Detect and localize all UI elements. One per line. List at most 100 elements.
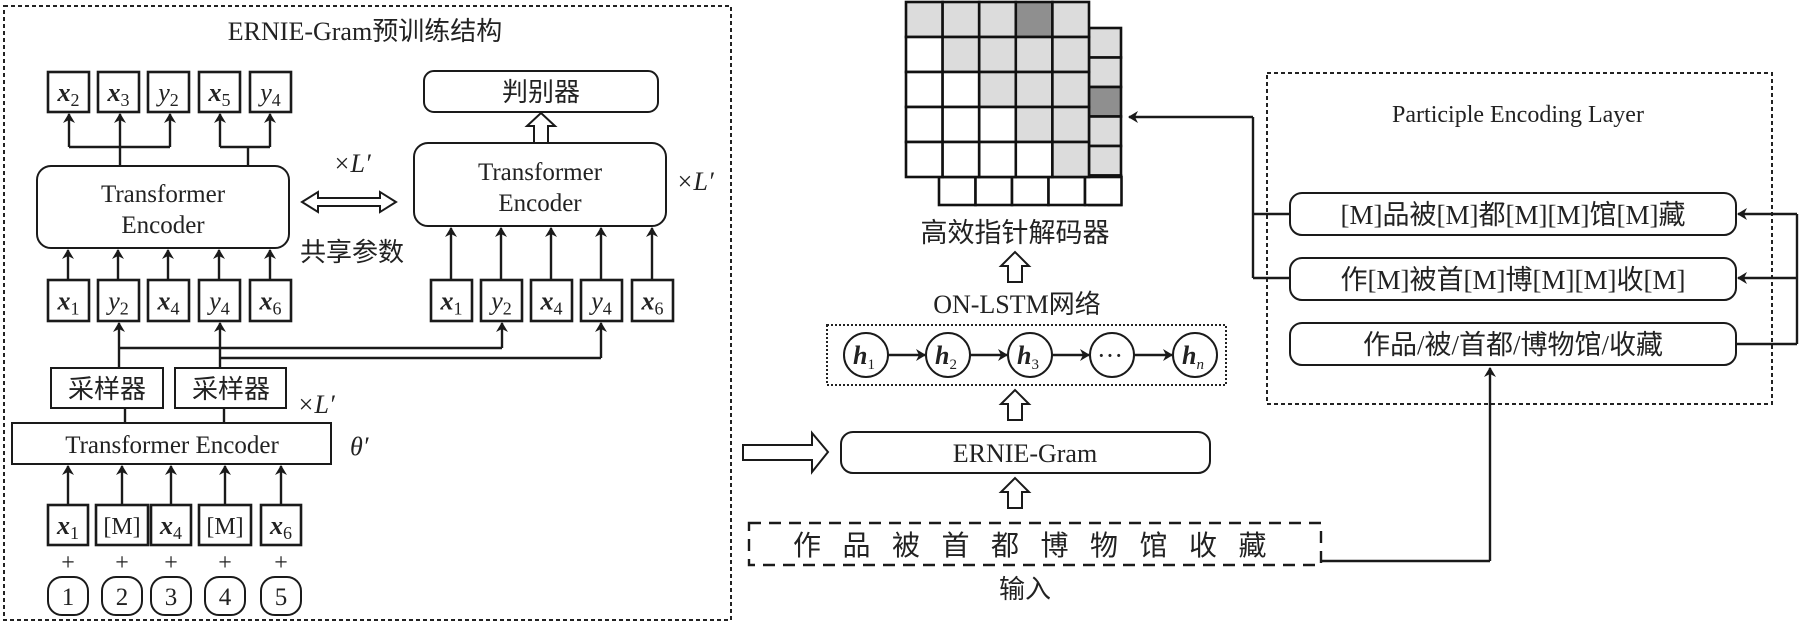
position-embeddings: +1+2+3+4+5 bbox=[47, 550, 302, 616]
decoder-back-cell bbox=[1087, 56, 1123, 89]
sampler-connectors bbox=[113, 322, 607, 423]
decoder-cell bbox=[941, 70, 981, 109]
masked-token-box: x1 bbox=[46, 503, 90, 547]
input-char: 作 bbox=[793, 530, 821, 562]
token-box: x6 bbox=[630, 278, 675, 323]
token-label: y4 bbox=[588, 287, 612, 319]
token-label: x4 bbox=[157, 287, 180, 319]
position-embedding: 1 bbox=[47, 576, 89, 616]
repeat-label-shared: ×L′ bbox=[333, 149, 371, 178]
lstm-node: h3 bbox=[1007, 332, 1053, 378]
shared-params-arrow-icon bbox=[300, 190, 398, 214]
token-label: y2 bbox=[155, 78, 179, 110]
masked-input-arrows bbox=[62, 465, 287, 505]
input-box bbox=[747, 521, 1323, 567]
input-char: 收 bbox=[1189, 530, 1217, 562]
pretrain-panel bbox=[3, 5, 732, 621]
generator-input-arrows bbox=[62, 249, 276, 280]
plus-sign: + bbox=[61, 550, 75, 576]
input-char: 物 bbox=[1090, 530, 1118, 562]
token-label: x3 bbox=[107, 78, 130, 110]
ernie-gram-label: ERNIE-Gram bbox=[953, 439, 1097, 468]
lstm-node: h1 bbox=[843, 332, 889, 378]
decoder-back-cell bbox=[1047, 175, 1087, 207]
token-box: x5 bbox=[197, 70, 242, 114]
participle-panel bbox=[1266, 72, 1773, 405]
generator-encoder-label-1: Transformer bbox=[101, 181, 226, 208]
plus-sign: + bbox=[115, 550, 129, 576]
token-label: x6 bbox=[259, 287, 282, 319]
svg-text:作[M]被首[M]博[M][M]收[M]: 作[M]被首[M]博[M][M]收[M] bbox=[1341, 265, 1686, 295]
decoder-back-cell bbox=[937, 175, 977, 207]
decoder-cell bbox=[904, 105, 944, 144]
decoder-cell bbox=[977, 140, 1018, 179]
lstm-node: h2 bbox=[925, 332, 971, 378]
shared-params-label: 共享参数 bbox=[300, 238, 404, 267]
participle-rows: [M]品被[M]都[M][M]馆[M]藏作[M]被首[M]博[M][M]收[M]… bbox=[1289, 192, 1737, 366]
generator-encoder-box bbox=[36, 165, 290, 249]
repeat-label-discriminator: ×L′ bbox=[676, 167, 714, 196]
decoder-cell bbox=[1051, 140, 1091, 179]
token-box: x4 bbox=[146, 278, 191, 323]
input-char: 都 bbox=[991, 531, 1019, 562]
decoder-back-cell bbox=[1087, 26, 1123, 59]
input-char: 被 bbox=[892, 530, 920, 562]
token-label: y4 bbox=[257, 78, 281, 110]
svg-text:h2: h2 bbox=[935, 341, 957, 373]
input-characters: 作品被首都博物馆收藏 bbox=[793, 530, 1267, 562]
svg-text:···: ··· bbox=[1097, 341, 1123, 370]
input-caption: 输入 bbox=[999, 575, 1051, 604]
token-label: x1 bbox=[440, 287, 463, 319]
participle-row: 作品/被/首都/博物馆/收藏 bbox=[1289, 322, 1737, 366]
svg-text:h1: h1 bbox=[853, 341, 875, 373]
decoder-cell bbox=[1014, 35, 1054, 74]
decoder-cell bbox=[1014, 0, 1054, 39]
input-char: 藏 bbox=[1238, 530, 1266, 562]
masked-token-box: [M] bbox=[94, 503, 150, 547]
decoder-cell bbox=[941, 35, 981, 74]
token-label: x2 bbox=[57, 78, 80, 110]
token-label: x6 bbox=[269, 511, 292, 543]
decoder-cell bbox=[977, 0, 1018, 39]
token-box: x6 bbox=[248, 278, 293, 323]
position-embedding: 5 bbox=[260, 576, 302, 616]
token-label: y2 bbox=[488, 287, 512, 319]
token-label: x6 bbox=[641, 287, 664, 319]
position-embedding: 2 bbox=[101, 576, 143, 616]
plus-sign: + bbox=[164, 550, 178, 576]
discriminator-input-arrows bbox=[445, 227, 658, 280]
participle-row: [M]品被[M]都[M][M]馆[M]藏 bbox=[1289, 192, 1737, 236]
sampler-label-2: 采样器 bbox=[192, 375, 270, 404]
generator-output-tokens: x2 x3 y2 x5 y4 bbox=[46, 70, 293, 114]
sampler-label-1: 采样器 bbox=[68, 375, 146, 404]
decoder-cell bbox=[904, 70, 944, 109]
token-box: y4 bbox=[197, 278, 242, 323]
masked-token-box: [M] bbox=[197, 503, 253, 547]
input-char: 品 bbox=[842, 531, 870, 562]
decoder-back-cell bbox=[1087, 115, 1123, 148]
lstm-up-arrow-icon bbox=[998, 388, 1032, 421]
ernie-up-arrow-icon bbox=[998, 476, 1032, 509]
token-label: x1 bbox=[56, 511, 79, 543]
token-box: x3 bbox=[96, 70, 141, 114]
decoder-cell bbox=[1051, 105, 1091, 144]
svg-text:[M]品被[M]都[M][M]馆[M]藏: [M]品被[M]都[M][M]馆[M]藏 bbox=[1341, 200, 1686, 230]
position-embedding: 3 bbox=[150, 576, 192, 616]
token-label: [M] bbox=[103, 514, 140, 540]
decoder-back-cell bbox=[1010, 175, 1050, 207]
lstm-node: ··· bbox=[1089, 332, 1135, 378]
svg-text:4: 4 bbox=[219, 584, 232, 611]
svg-text:h3: h3 bbox=[1017, 341, 1039, 373]
token-box: y2 bbox=[96, 278, 141, 323]
masked-token-box: x6 bbox=[259, 503, 303, 547]
decoder-cell bbox=[941, 140, 981, 179]
decoder-cell bbox=[1014, 70, 1054, 109]
position-embedding: 4 bbox=[204, 576, 246, 616]
svg-text:1: 1 bbox=[62, 584, 75, 611]
token-box: x1 bbox=[46, 278, 91, 323]
input-char: 馆 bbox=[1139, 530, 1167, 562]
token-box: y2 bbox=[479, 278, 524, 323]
decoder-back-cell bbox=[1087, 85, 1123, 118]
